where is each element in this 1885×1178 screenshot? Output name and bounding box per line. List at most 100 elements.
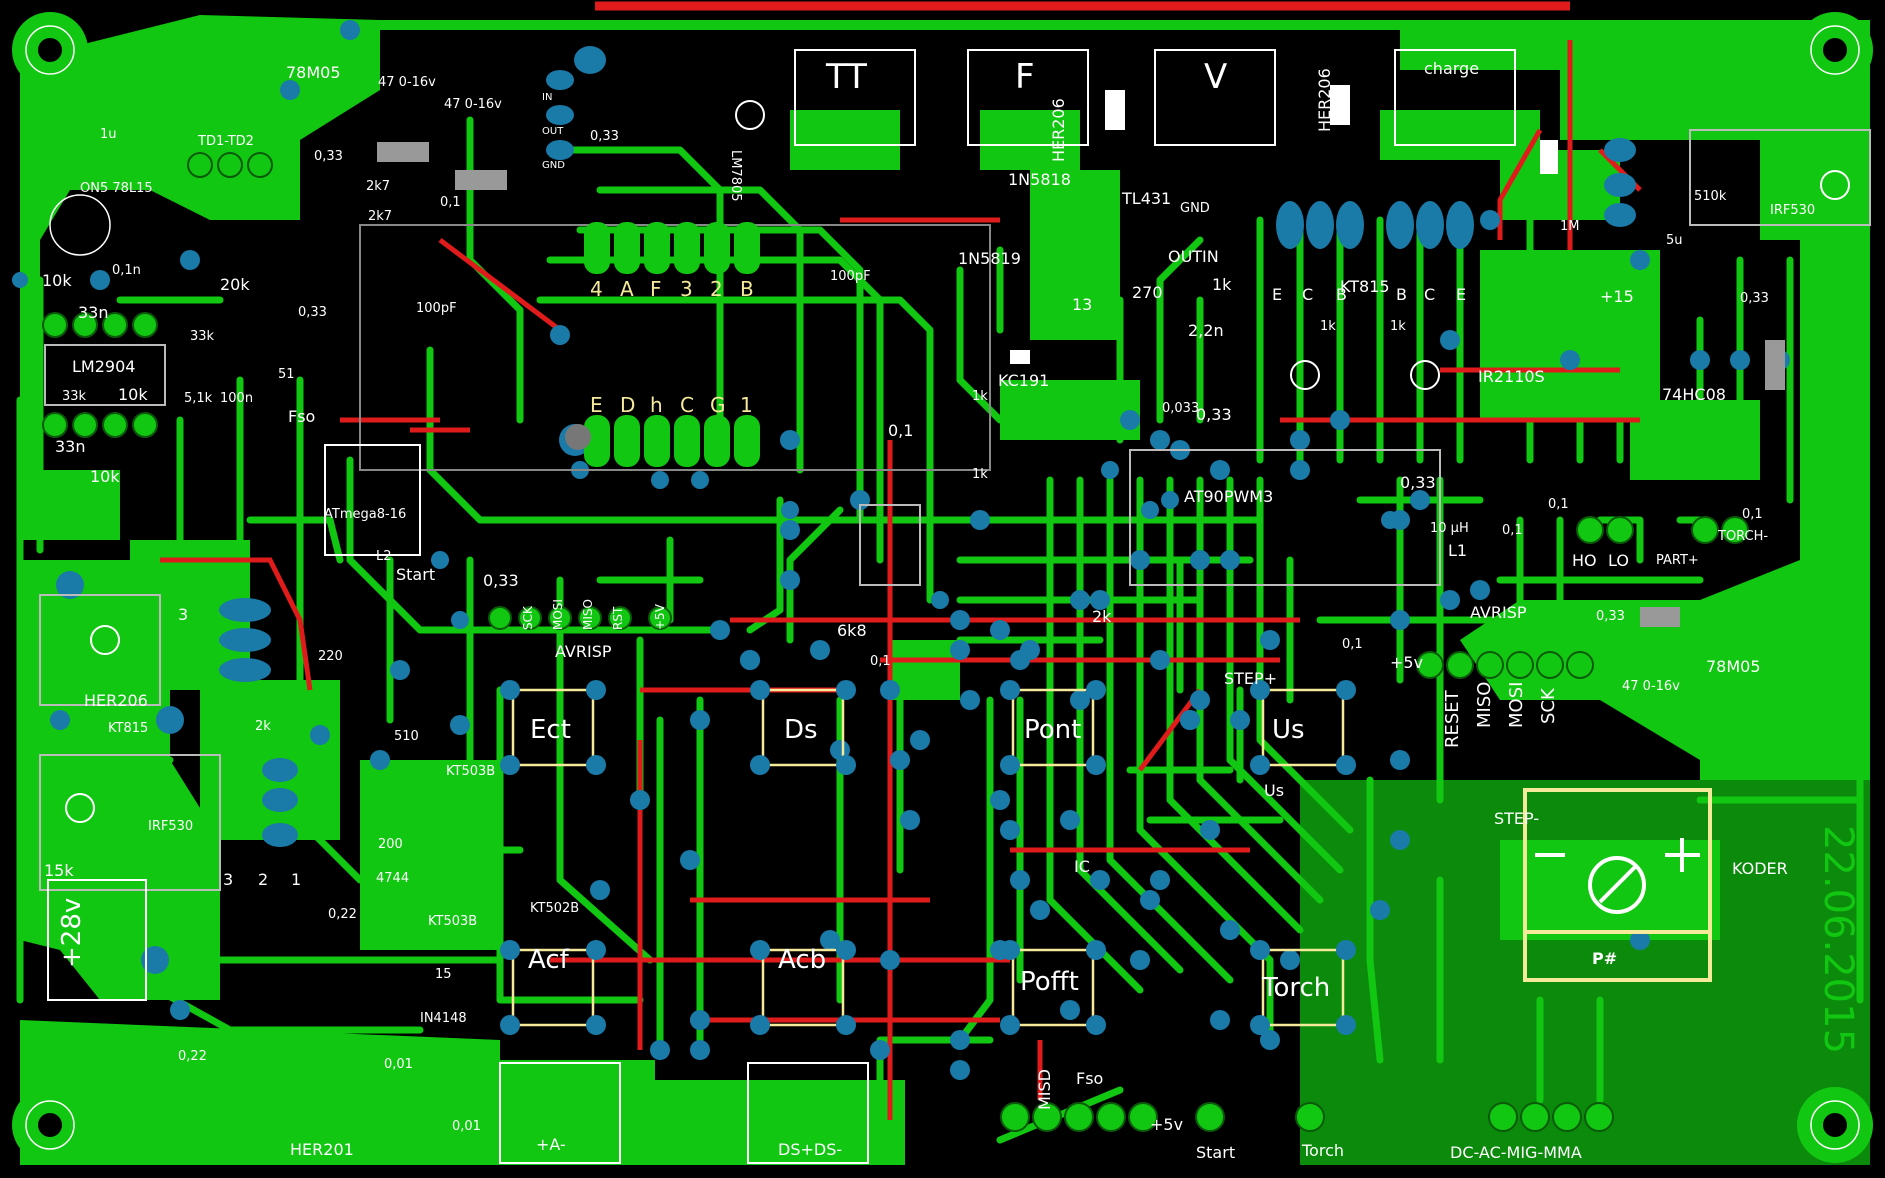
label-100n: 100n — [220, 391, 253, 406]
label-gnd-a: GND — [1180, 201, 1210, 216]
label-20k: 20k — [220, 275, 250, 294]
seg-top-4: 2 — [710, 277, 723, 301]
label-fso-a: Fso — [288, 407, 315, 426]
tl-pin-1: OUT — [1168, 247, 1202, 266]
avrisp-b-pin-2: MOSI — [1506, 682, 1527, 728]
label-33n-b: 33n — [55, 437, 86, 456]
label-plus5v-a: +5v — [1390, 653, 1423, 672]
avrisp-b-pin-0: RESET — [1442, 689, 1463, 748]
label-l2: L2 — [376, 549, 392, 564]
label-2k7-a: 2k7 — [366, 179, 390, 194]
label-c033-g: 0,33 — [1400, 473, 1436, 492]
label-avrisp-b: AVRISP — [1470, 603, 1527, 622]
label-cap-470-b: 47 0-16v — [444, 97, 502, 112]
silk-labels: 78M05 47 0-16v 47 0-16v 0,33 0,33 1u TD1… — [42, 57, 1815, 1162]
label-avrisp-a: AVRISP — [555, 642, 612, 661]
seg-top-1: A — [620, 277, 634, 301]
label-5-1k: 5,1k — [184, 391, 213, 406]
switch-label-3: Us — [1272, 715, 1305, 745]
label-74hc08: 74HC08 — [1662, 385, 1726, 404]
seg-bottom-5: 1 — [740, 393, 753, 417]
switch-label-1: Ds — [784, 715, 818, 745]
tactile-switches — [511, 688, 1345, 1027]
label-c01-c: 0,1 — [888, 421, 913, 440]
seg-bottom-4: G — [710, 393, 726, 417]
switch-pads — [500, 680, 1356, 1035]
label-plus5v-b: +5v — [1150, 1115, 1183, 1134]
label-78m05-b: 78M05 — [1706, 657, 1761, 676]
seg-bottom-0: E — [590, 393, 603, 417]
pin321-0: 3 — [223, 870, 233, 889]
avrisp-a-pin-0: SCK — [521, 605, 535, 630]
switch-label-7: Torch — [1261, 973, 1330, 1003]
label-10k-a: 10k — [42, 271, 72, 290]
switch-labels: Ect Ds Pont Us Acf Acb Pofft Torch — [528, 715, 1330, 1003]
label-15k: 15k — [44, 861, 74, 880]
label-c01-g: 0,1 — [1342, 637, 1363, 652]
label-100pf-a: 100pF — [416, 301, 457, 316]
pads — [56, 46, 1636, 974]
switch-label-5: Acb — [778, 945, 826, 975]
kt-a-pin-0: E — [1272, 285, 1282, 304]
label-ds-ds: DS+DS- — [778, 1140, 842, 1159]
label-lo: LO — [1608, 551, 1629, 570]
power-parts — [49, 85, 1850, 823]
label-her201: HER201 — [290, 1140, 354, 1159]
label-c033-h: 0,33 — [1596, 609, 1625, 624]
label-plus28v: +28v — [57, 898, 87, 968]
label-f: F — [1015, 57, 1035, 97]
label-in4148: IN4148 — [420, 1011, 467, 1026]
label-td: TD1-TD2 — [197, 134, 254, 149]
label-cap-470-c: 47 0-16v — [1622, 679, 1680, 694]
label-cap-01n: 0,1n — [112, 263, 141, 278]
label-c033-f: 0,33 — [1740, 291, 1769, 306]
seg-top-2: F — [650, 277, 662, 301]
label-kt503b-a: KT503B — [446, 764, 495, 779]
label-1u: 1u — [100, 127, 117, 142]
label-cap-470-a: 47 0-16v — [378, 75, 436, 90]
label-270: 270 — [1132, 283, 1163, 302]
label-15: 15 — [435, 967, 452, 982]
switch-label-6: Pofft — [1020, 967, 1079, 997]
label-1m: 1M — [1560, 219, 1580, 234]
kt-a-pin-2: B — [1336, 285, 1347, 304]
label-1k-d: 1k — [972, 389, 988, 404]
seg-bottom-3: C — [680, 393, 694, 417]
label-5u: 5u — [1666, 233, 1683, 248]
label-kt815-a: KT815 — [108, 721, 148, 736]
label-c0033: 0,033 — [1162, 401, 1199, 416]
avrisp-b-pin-1: MISO — [1474, 682, 1495, 728]
label-ic: IC — [1074, 857, 1090, 876]
switch-label-4: Acf — [528, 945, 570, 975]
label-torch-minus: TORCH- — [1717, 529, 1768, 544]
label-1k-c: 1k — [1390, 319, 1406, 334]
label-plus-a-minus: +A- — [536, 1135, 566, 1154]
label-kt503b-b: KT503B — [428, 914, 477, 929]
io-pin-2: GND — [542, 160, 565, 171]
label-at90: AT90PWM3 — [1184, 487, 1273, 506]
label-4744: 4744 — [376, 871, 409, 886]
label-her206-a: HER206 — [84, 691, 148, 710]
seg-top-3: 3 — [680, 277, 693, 301]
label-10k-b: 10k — [118, 385, 148, 404]
label-c01-e: 0,1 — [1548, 497, 1569, 512]
avrisp-a-pin-4: +5V — [653, 603, 667, 630]
label-c033-e: 0,33 — [1196, 405, 1232, 424]
label-c001-a: 0,01 — [384, 1057, 413, 1072]
seg-bottom-1: D — [620, 393, 635, 417]
label-51: 51 — [278, 367, 295, 382]
label-charge: charge — [1424, 59, 1479, 78]
label-c033-d: 0,33 — [483, 571, 519, 590]
seg-bottom-2: h — [650, 393, 663, 417]
label-start-b: Start — [1196, 1143, 1235, 1162]
label-1k-a: 1k — [1212, 275, 1232, 294]
kt-pin-labels: E C B B C E OUT IN 3 3 2 1 IN OUT GND — [178, 92, 1466, 889]
label-l1: L1 — [1448, 541, 1467, 560]
label-c01-a: 0,1 — [440, 195, 461, 210]
label-misd: MISD — [1035, 1069, 1054, 1110]
label-220: 220 — [318, 649, 343, 664]
label-plus15: +15 — [1600, 287, 1634, 306]
label-2k-b: 2k — [1092, 607, 1112, 626]
label-2k-a: 2k — [255, 719, 271, 734]
label-33k-b: 33k — [62, 389, 87, 404]
